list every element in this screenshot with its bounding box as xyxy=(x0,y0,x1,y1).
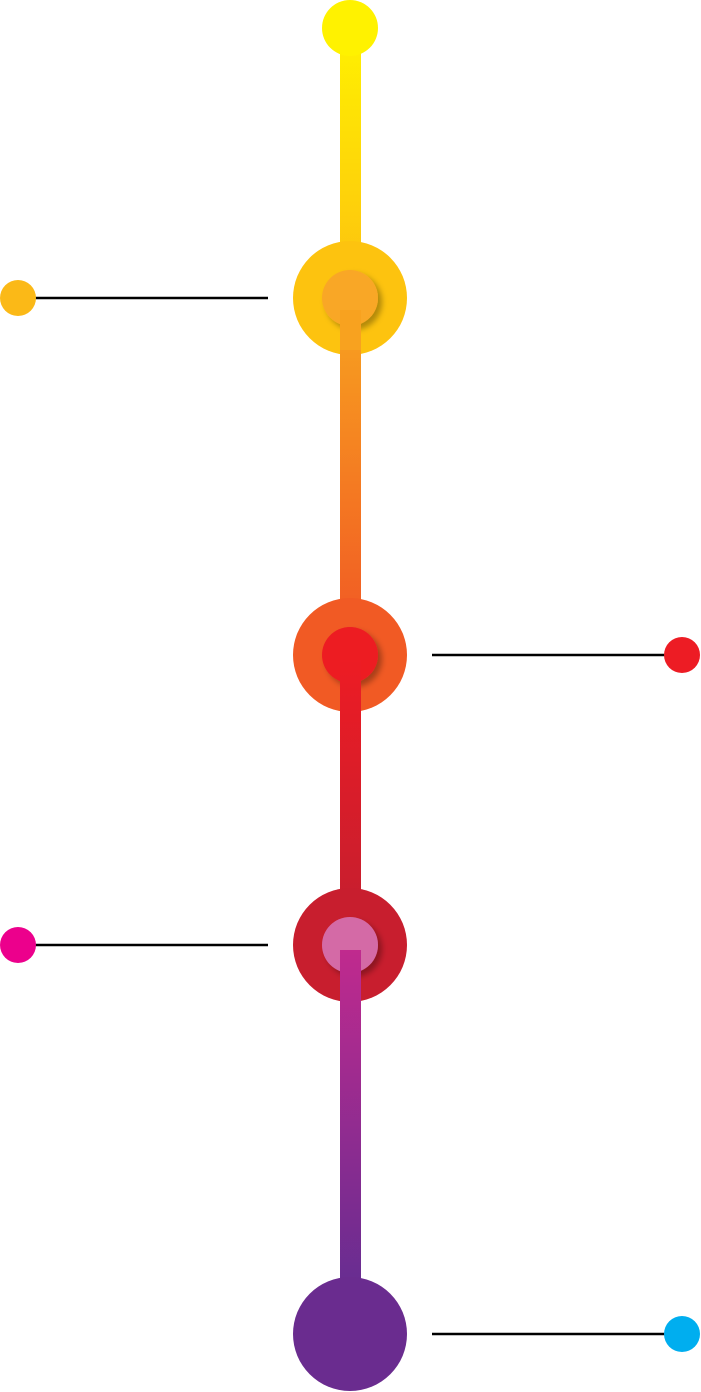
node-4-outer xyxy=(293,1277,407,1391)
stem-segment-4 xyxy=(340,950,361,1290)
marker-dot-4 xyxy=(664,1316,700,1352)
node-2-inner xyxy=(322,627,378,683)
marker-dot-3 xyxy=(0,927,36,963)
marker-dot-2 xyxy=(664,637,700,673)
stem-segment-2 xyxy=(340,298,361,628)
stem-segment-2-top xyxy=(340,310,361,350)
stem-segment-3 xyxy=(340,660,361,900)
node-1-inner xyxy=(322,270,378,326)
node-3-inner xyxy=(322,917,378,973)
stem-segment-1 xyxy=(340,28,361,278)
start-dot xyxy=(322,0,378,56)
marker-dot-1 xyxy=(0,280,36,316)
